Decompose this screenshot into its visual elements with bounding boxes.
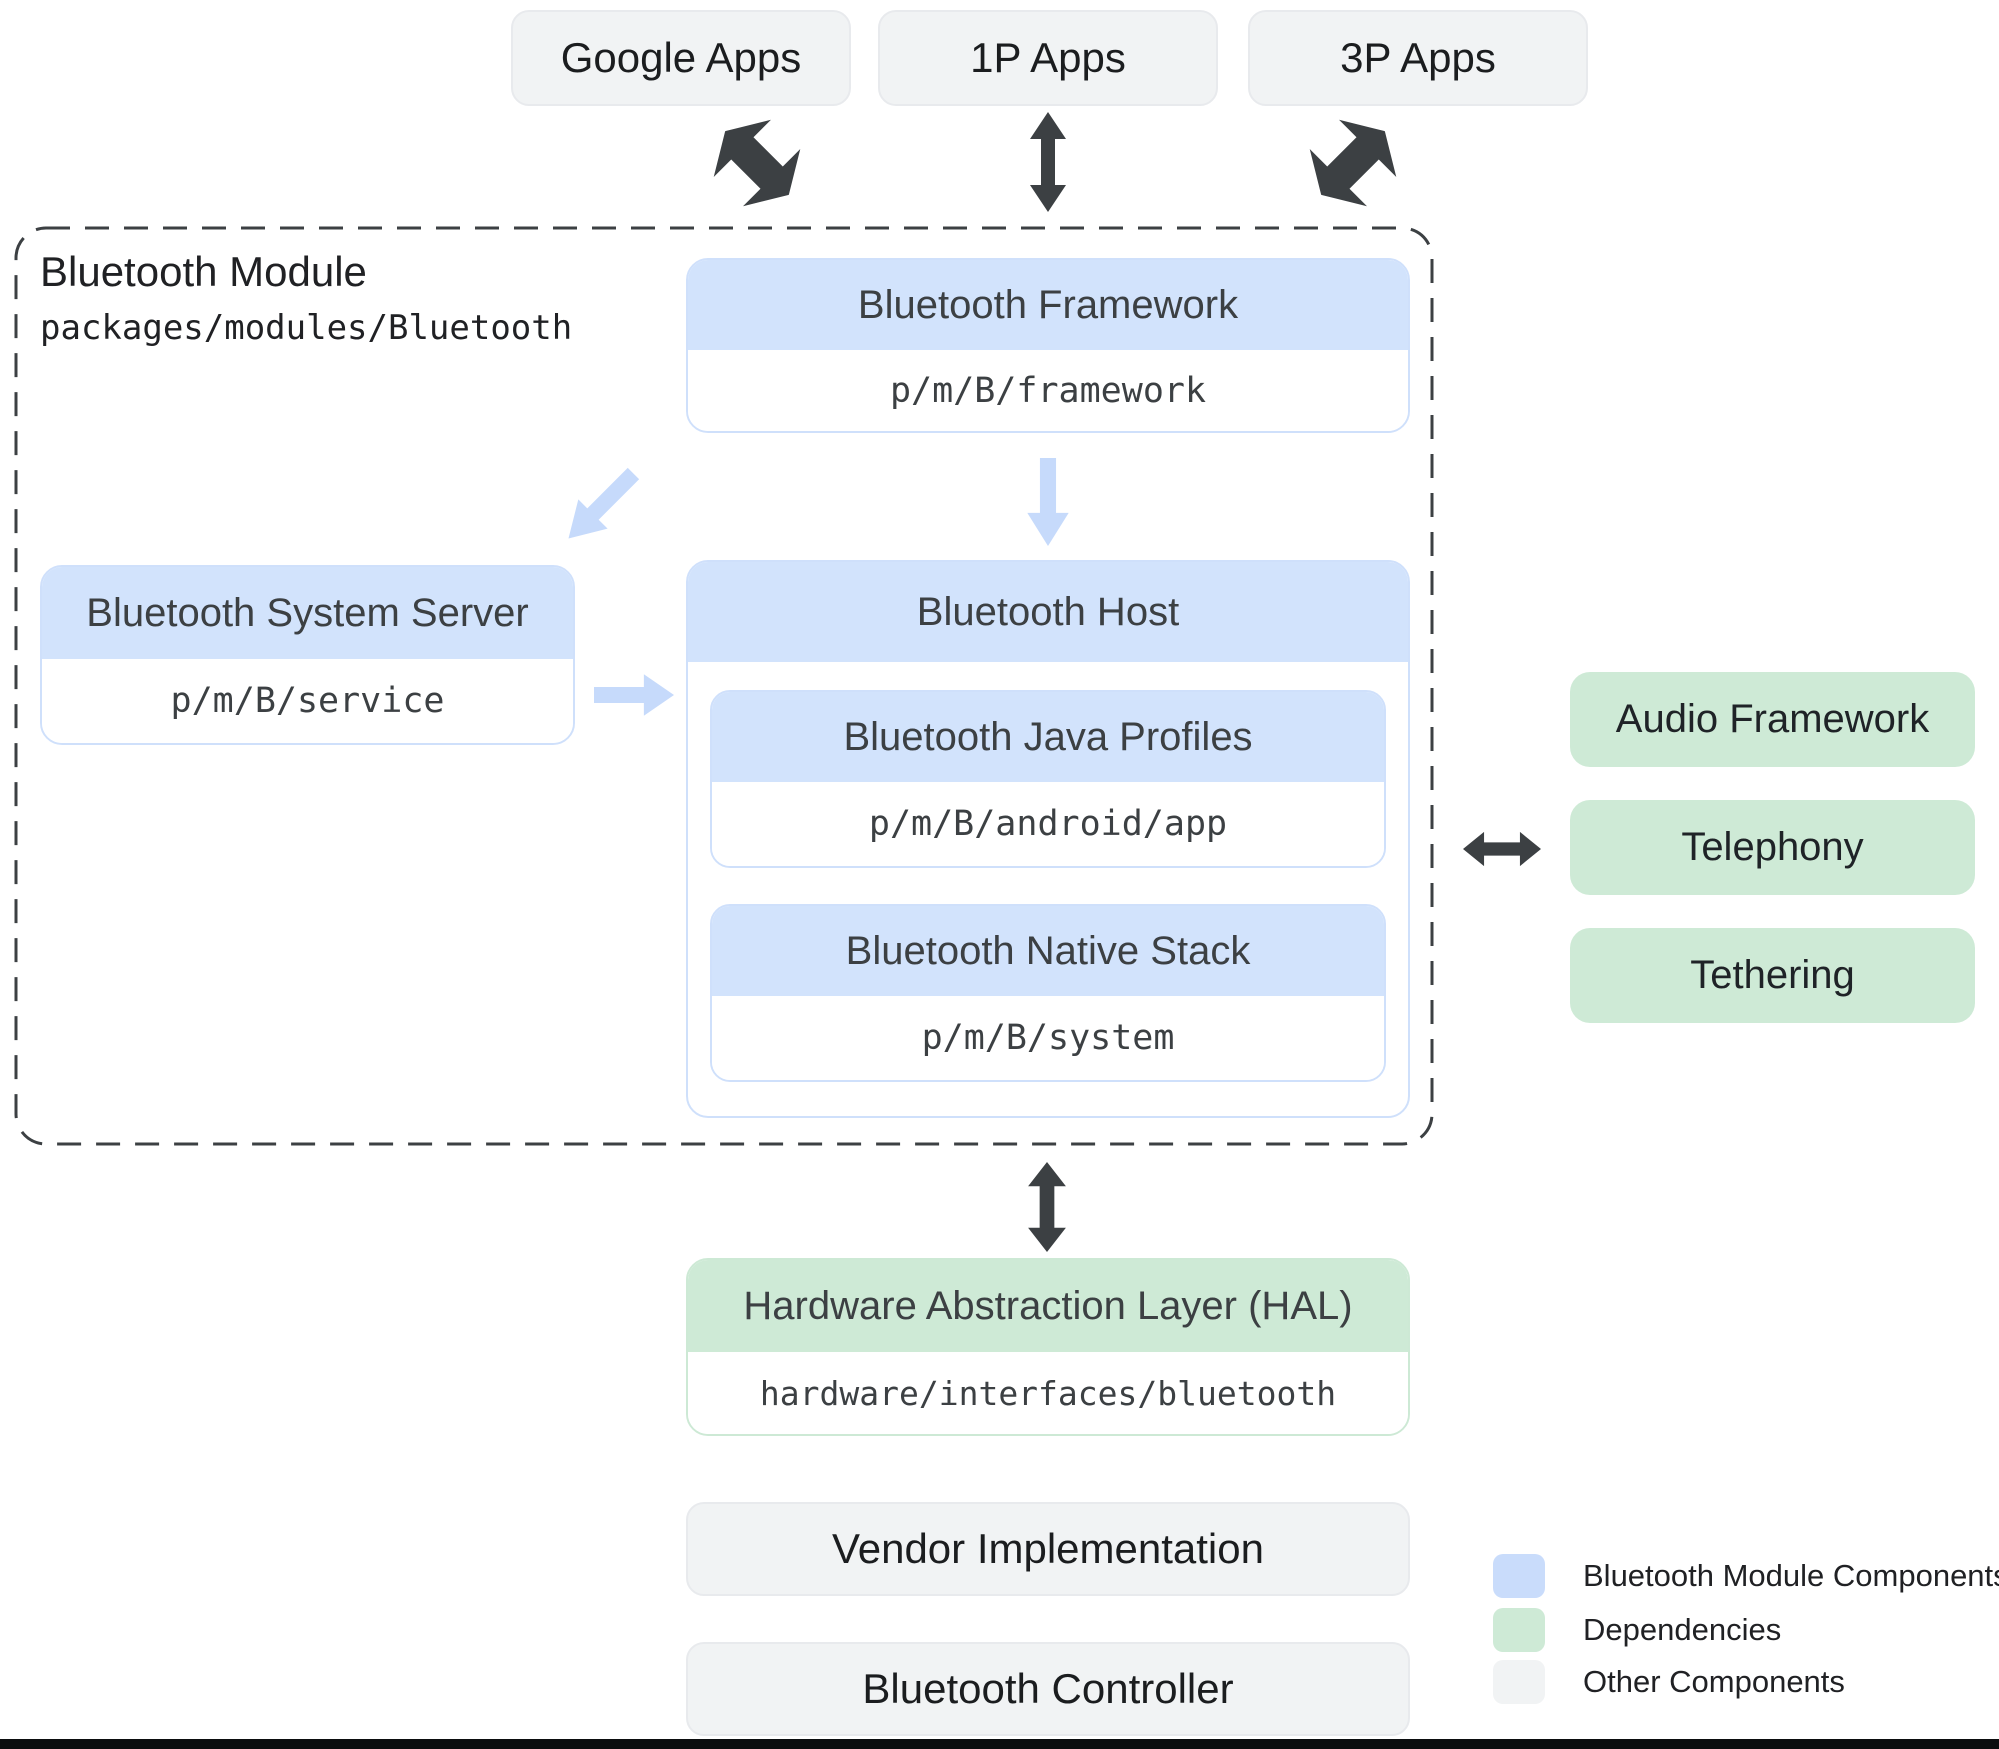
first-party-apps-box: 1P Apps	[878, 10, 1218, 106]
audio-framework-box: Audio Framework	[1570, 672, 1975, 767]
legend-swatch-blue-icon	[1493, 1554, 1545, 1598]
hal-box: Hardware Abstraction Layer (HAL) hardwar…	[686, 1258, 1410, 1436]
hal-title: Hardware Abstraction Layer (HAL)	[688, 1260, 1408, 1352]
tethering-box: Tethering	[1570, 928, 1975, 1023]
bluetooth-native-stack-path: p/m/B/system	[712, 996, 1384, 1080]
arrow-framework-to-host-icon	[1025, 458, 1071, 546]
bluetooth-system-server-title: Bluetooth System Server	[42, 567, 573, 659]
bluetooth-controller-box: Bluetooth Controller	[686, 1642, 1410, 1736]
legend-swatch-green-icon	[1493, 1608, 1545, 1652]
bidirectional-arrow-module-hal-icon	[1026, 1162, 1068, 1252]
vendor-implementation-label: Vendor Implementation	[832, 1525, 1264, 1572]
telephony-label: Telephony	[1681, 825, 1864, 869]
arrow-framework-to-system-server-icon	[552, 457, 650, 555]
audio-framework-label: Audio Framework	[1615, 697, 1930, 741]
third-party-apps-box: 3P Apps	[1248, 10, 1588, 106]
bluetooth-framework-path: p/m/B/framework	[688, 350, 1408, 431]
third-party-apps-label: 3P Apps	[1340, 34, 1496, 81]
first-party-apps-label: 1P Apps	[970, 34, 1126, 81]
bluetooth-java-profiles-path: p/m/B/android/app	[712, 782, 1384, 866]
bluetooth-module-path: packages/modules/Bluetooth	[40, 308, 573, 348]
bluetooth-native-stack-box: Bluetooth Native Stack p/m/B/system	[710, 904, 1386, 1082]
legend-item-module-components: Bluetooth Module Components	[1493, 1554, 1999, 1598]
bluetooth-native-stack-title: Bluetooth Native Stack	[712, 906, 1384, 996]
google-apps-label: Google Apps	[560, 34, 802, 81]
legend-label-other-components: Other Components	[1583, 1664, 1845, 1699]
hal-path: hardware/interfaces/bluetooth	[688, 1352, 1408, 1434]
bluetooth-module-dashed-border	[14, 226, 1434, 1146]
bluetooth-controller-label: Bluetooth Controller	[862, 1665, 1234, 1712]
legend-label-module-components: Bluetooth Module Components	[1583, 1558, 1999, 1593]
arrow-system-server-to-host-icon	[594, 672, 674, 718]
legend-label-dependencies: Dependencies	[1583, 1612, 1782, 1647]
google-apps-box: Google Apps	[511, 10, 851, 106]
bidirectional-arrow-module-dependencies-icon	[1463, 830, 1541, 868]
telephony-box: Telephony	[1570, 800, 1975, 895]
bluetooth-java-profiles-title: Bluetooth Java Profiles	[712, 692, 1384, 782]
bluetooth-system-server-path: p/m/B/service	[42, 659, 573, 743]
legend-swatch-gray-icon	[1493, 1660, 1545, 1704]
bidirectional-arrow-third-party-apps-icon	[1289, 99, 1416, 226]
bluetooth-host-body: Bluetooth Java Profiles p/m/B/android/ap…	[688, 662, 1408, 1116]
bluetooth-framework-title: Bluetooth Framework	[688, 260, 1408, 350]
screenshot-bottom-edge	[0, 1739, 1999, 1749]
bluetooth-module-container	[14, 226, 1434, 1146]
bluetooth-framework-box: Bluetooth Framework p/m/B/framework	[686, 258, 1410, 433]
legend-item-other-components: Other Components	[1493, 1660, 1845, 1704]
tethering-label: Tethering	[1690, 953, 1855, 997]
bidirectional-arrow-google-apps-icon	[693, 99, 820, 226]
bluetooth-java-profiles-box: Bluetooth Java Profiles p/m/B/android/ap…	[710, 690, 1386, 868]
legend-item-dependencies: Dependencies	[1493, 1608, 1781, 1652]
vendor-implementation-box: Vendor Implementation	[686, 1502, 1410, 1596]
bluetooth-host-title: Bluetooth Host	[688, 562, 1408, 662]
bluetooth-host-box: Bluetooth Host Bluetooth Java Profiles p…	[686, 560, 1410, 1118]
bluetooth-system-server-box: Bluetooth System Server p/m/B/service	[40, 565, 575, 745]
bluetooth-module-title: Bluetooth Module	[40, 248, 367, 295]
bidirectional-arrow-first-party-apps-icon	[1028, 112, 1068, 212]
